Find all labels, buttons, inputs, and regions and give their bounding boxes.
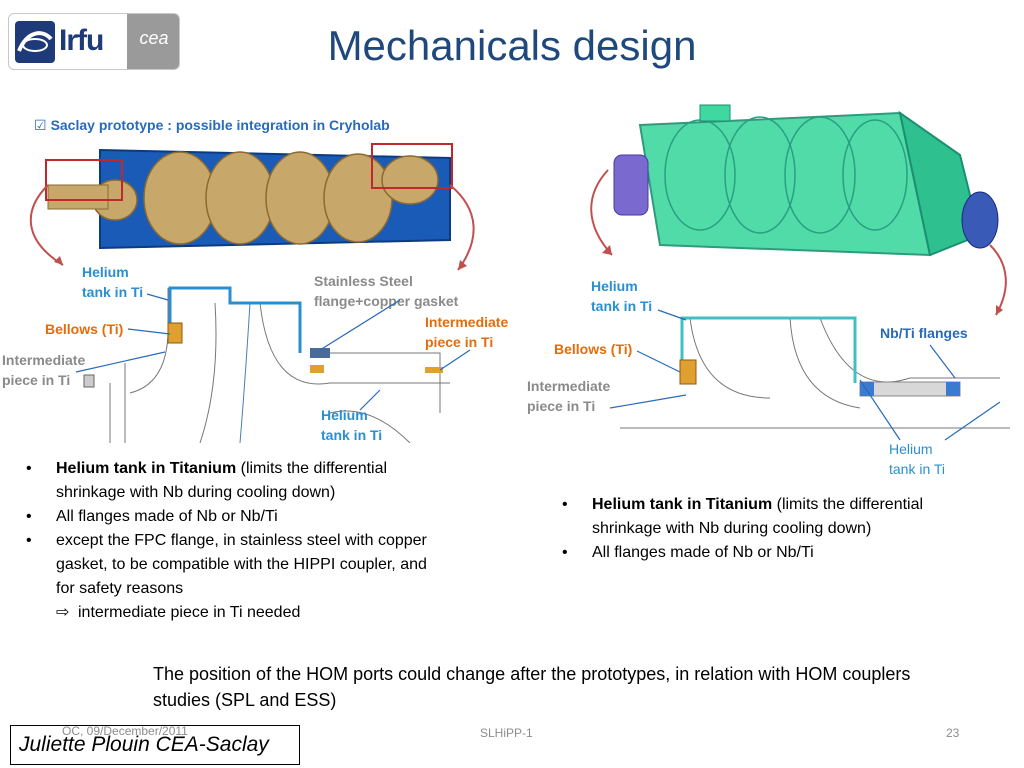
arrow-right-icon: ⇨ (56, 604, 70, 621)
irfu-logo-mark (15, 21, 55, 63)
prototype-note: ☑Saclay prototype : possible integration… (34, 117, 390, 134)
right-bullet-list: •Helium tank in Titanium (limits the dif… (558, 493, 988, 565)
left-bullet-item: •except the FPC flange, in stainless ste… (26, 532, 427, 597)
label-bellows-left: Bellows (Ti) (45, 321, 124, 337)
label-nbti-flanges: Nb/Ti flanges (880, 325, 968, 341)
arrow-right-tank-right-curve (989, 244, 1007, 316)
irfu-logo-text: Irfu (59, 24, 104, 57)
label-bellows-right: Bellows (Ti) (554, 341, 633, 357)
left-bullet-item: •All flanges made of Nb or Nb/Ti (26, 508, 278, 525)
cea-logo-text: cea (139, 28, 169, 48)
checkbox-icon: ☑ (34, 117, 47, 133)
left-bullet-item: •Helium tank in Titanium (limits the dif… (26, 460, 388, 501)
left-bullet-list: •Helium tank in Titanium (limits the dif… (22, 457, 442, 625)
left-sub-bullet-item: ⇨intermediate piece in Ti needed (22, 601, 442, 625)
cea-logo: cea (127, 14, 179, 69)
left-cross-section-drawing (83, 286, 450, 443)
right-bullet-item: •Helium tank in Titanium (limits the dif… (562, 496, 924, 537)
arrow-right-tank-left-curve (590, 169, 613, 256)
right-bullet-item: •All flanges made of Nb or Nb/Ti (562, 544, 814, 561)
page-number: 23 (946, 726, 960, 740)
arrow-right-curve (449, 184, 475, 271)
left-cavity-3d-drawing (45, 143, 453, 250)
bottom-note: The position of the HOM ports could chan… (153, 664, 911, 710)
arrow-left-curve (29, 184, 64, 266)
footer-center: SLHiPP-1 (480, 726, 533, 740)
irfu-cea-logo: Irfu cea (8, 13, 180, 70)
page-title: Mechanicals design (327, 22, 697, 69)
right-tank-3d-drawing (613, 104, 999, 257)
author-box: Juliette Plouin CEA-Saclay (10, 725, 300, 765)
footer-date: OC, 09/December/2011 (62, 724, 188, 738)
prototype-note-text: Saclay prototype : possible integration … (50, 117, 390, 133)
